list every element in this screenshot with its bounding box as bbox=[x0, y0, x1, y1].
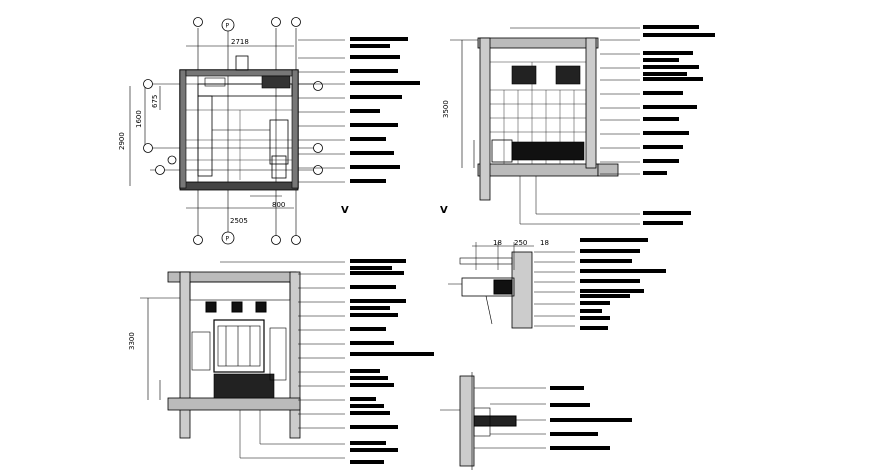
grid-bubble-label: P bbox=[226, 23, 230, 30]
floor-plan bbox=[129, 28, 318, 236]
section-a-height-dim: 3500 bbox=[442, 100, 450, 118]
plan-annotation-labels bbox=[350, 37, 420, 183]
detail-dim: 18 bbox=[540, 239, 549, 247]
detail-2 bbox=[440, 372, 517, 470]
section-a bbox=[450, 37, 619, 201]
plan-dim-bottom: 2505 bbox=[230, 217, 248, 225]
detail-dim: 250 bbox=[514, 239, 527, 247]
detail-1-leaders bbox=[534, 251, 575, 327]
plan-leaders bbox=[298, 39, 345, 183]
section-b bbox=[140, 271, 301, 439]
plan-dim-small-right: 800 bbox=[272, 201, 285, 209]
section-b-leaders bbox=[220, 261, 345, 459]
plan-dim-left-upper: 1600 bbox=[135, 110, 143, 128]
detail-1-annotation-labels bbox=[580, 238, 666, 330]
detail-2-leaders bbox=[474, 387, 546, 449]
section-a-view-mark: V bbox=[440, 205, 448, 216]
plan-view-mark: V bbox=[341, 205, 349, 216]
plan-dim-left-top: 675 bbox=[151, 95, 159, 108]
section-b-height-dim: 3300 bbox=[128, 332, 136, 350]
section-a-annotation-labels bbox=[643, 25, 715, 225]
detail-2-annotation-labels bbox=[550, 386, 632, 450]
detail-1 bbox=[448, 242, 534, 329]
detail-dim: 18 bbox=[493, 239, 502, 247]
plan-dim-left-total: 2900 bbox=[118, 132, 126, 150]
plan-dim-top: 2718 bbox=[231, 38, 249, 46]
section-b-annotation-labels bbox=[350, 259, 434, 464]
section-a-leaders bbox=[510, 27, 640, 225]
grid-bubble-label: P bbox=[226, 236, 230, 243]
